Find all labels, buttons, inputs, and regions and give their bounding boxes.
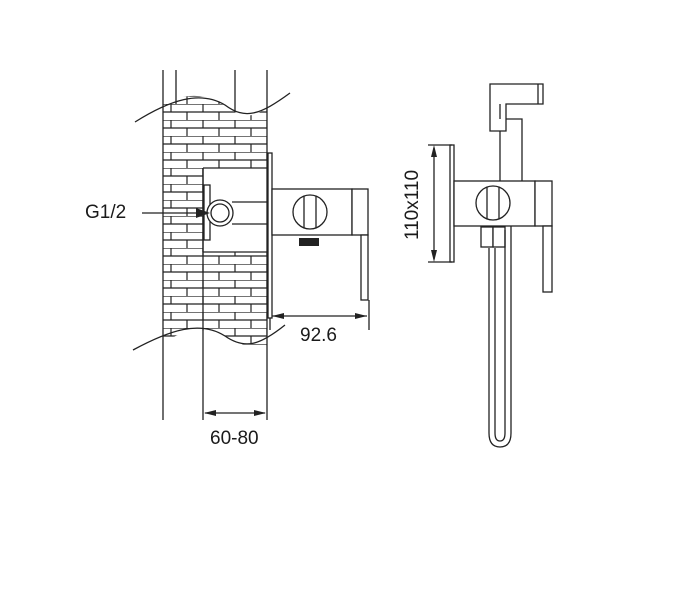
projection-label: 92.6 <box>300 325 337 346</box>
dimension-92-6 <box>269 300 370 330</box>
thread-size-label: G1/2 <box>85 202 127 223</box>
dimension-60-80 <box>204 410 266 416</box>
dimension-110x110 <box>428 144 452 263</box>
brick-wall <box>132 70 291 420</box>
plate-size-label: 110x110 <box>402 169 424 241</box>
wall-depth-label: 60-80 <box>210 428 259 449</box>
mixer-side-view <box>267 152 369 319</box>
bidet-front-view <box>449 83 553 448</box>
